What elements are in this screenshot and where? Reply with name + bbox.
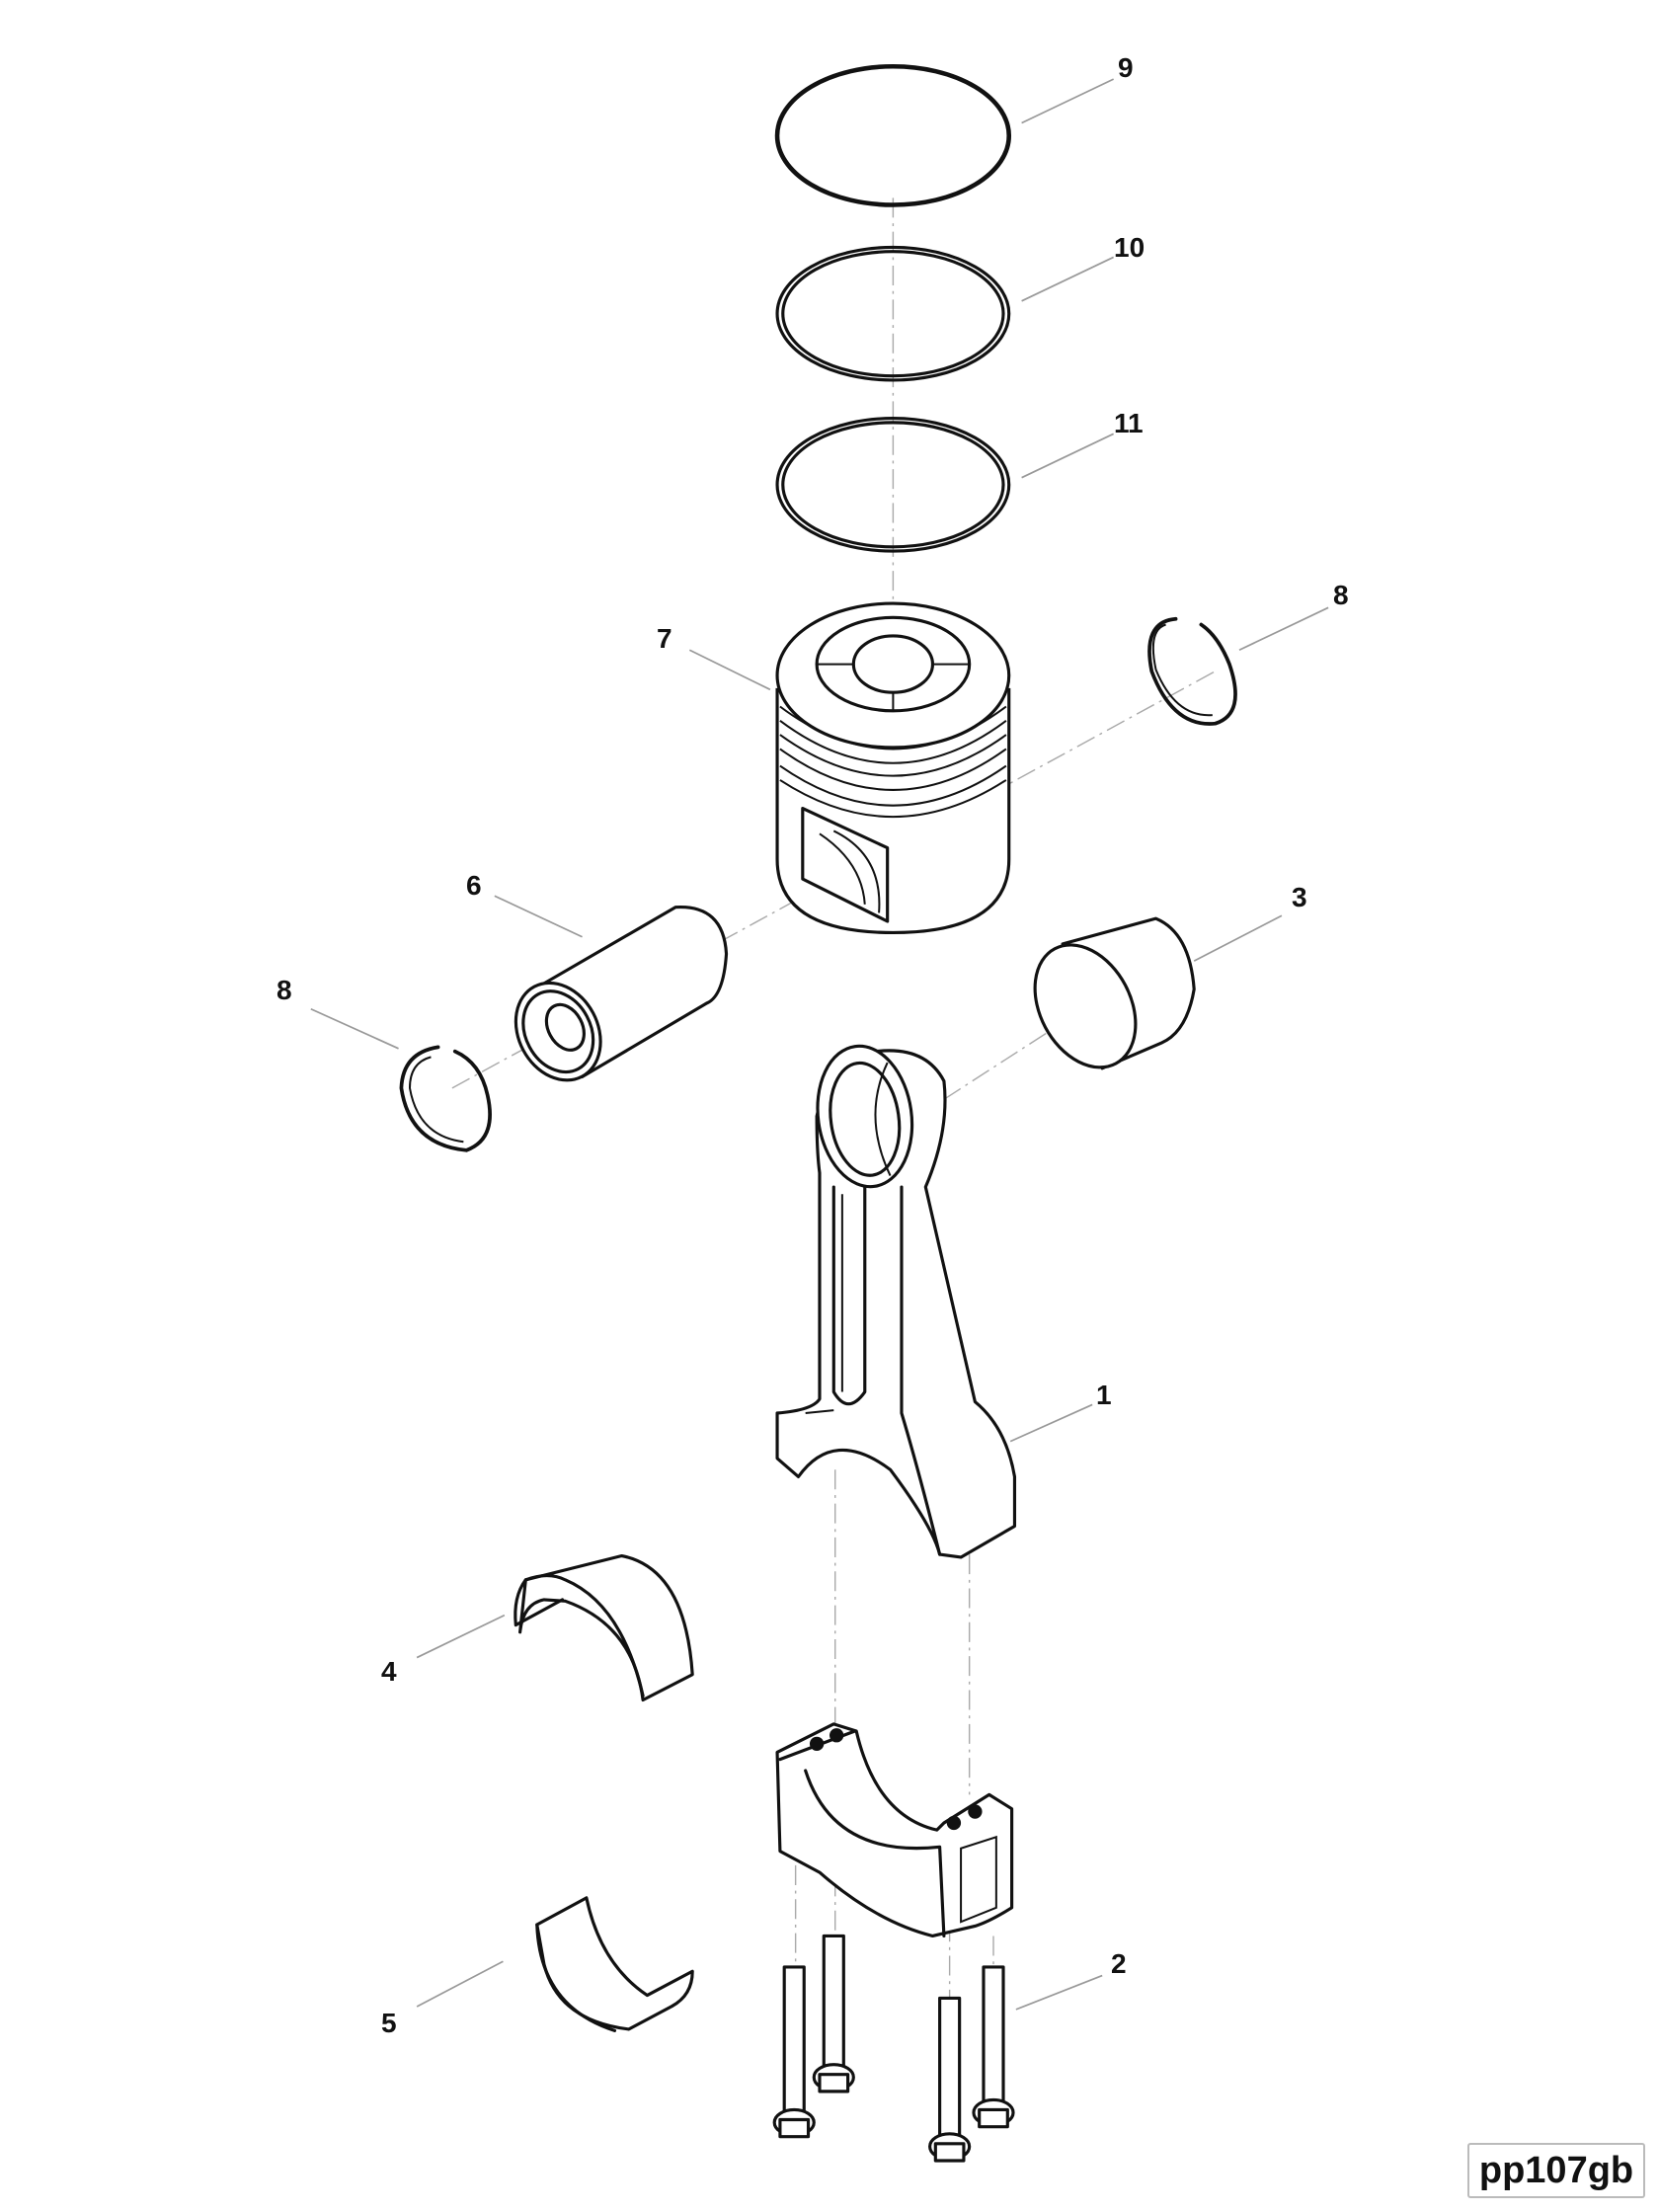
callout-10: 10 (1114, 232, 1145, 263)
callout-9: 9 (1118, 52, 1134, 83)
bearing-shell-upper (514, 1553, 694, 1702)
figure-reference-code: pp107gb (1467, 2143, 1645, 2198)
bearing-shell-lower (535, 1896, 694, 2032)
circlip-right (1147, 616, 1237, 726)
callout-5: 5 (381, 2008, 397, 2038)
callout-8-left: 8 (276, 975, 292, 1005)
callout-6: 6 (466, 870, 482, 901)
callout-7: 7 (657, 623, 672, 654)
callout-3: 3 (1292, 882, 1307, 912)
bolt-1 (772, 1965, 816, 2139)
bolt-3 (928, 1996, 972, 2163)
piston-ring-oil (775, 417, 1011, 553)
connecting-rod (775, 1044, 1017, 1559)
callout-4: 4 (381, 1656, 397, 1687)
bolt-2 (812, 1934, 855, 2094)
piston-pin (514, 906, 729, 1082)
callout-2: 2 (1111, 1948, 1127, 1979)
connecting-rod-bolts (772, 1934, 1015, 2163)
small-end-bushing (1033, 916, 1196, 1070)
bearing-cap (775, 1722, 1014, 1938)
bolt-4 (972, 1965, 1015, 2129)
callout-1: 1 (1096, 1380, 1112, 1410)
piston-ring-second (775, 245, 1011, 382)
circlip-left (399, 1045, 492, 1152)
callout-8-right: 8 (1333, 580, 1349, 610)
callout-11: 11 (1114, 408, 1144, 438)
piston-ring-top (774, 63, 1012, 207)
piston (775, 601, 1011, 935)
